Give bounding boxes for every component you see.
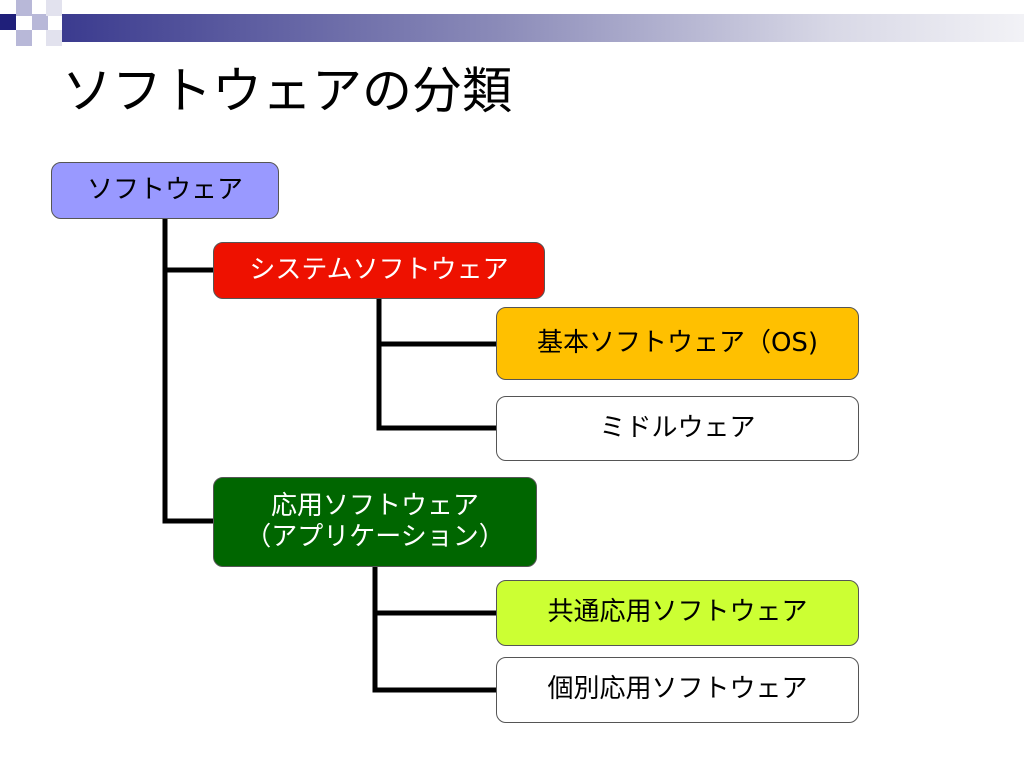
node-middleware: ミドルウェア — [496, 396, 859, 461]
node-custom-application-software: 個別応用ソフトウェア — [496, 657, 859, 723]
header-square-decoration — [32, 14, 48, 30]
node-basic-software-os-label: 基本ソフトウェア（OS) — [536, 327, 819, 358]
header-square-decoration — [46, 30, 62, 46]
node-software: ソフトウェア — [51, 162, 279, 219]
node-application-software-label-line2: （アプリケーション） — [245, 522, 505, 552]
node-common-application-software-label: 共通応用ソフトウェア — [547, 597, 808, 628]
node-application-software: 応用ソフトウェア （アプリケーション） — [213, 477, 537, 567]
node-software-label: ソフトウェア — [86, 174, 243, 205]
node-custom-application-software-label: 個別応用ソフトウェア — [547, 674, 808, 705]
node-basic-software-os: 基本ソフトウェア（OS) — [496, 307, 859, 380]
node-application-software-label-line1: 応用ソフトウェア — [270, 490, 479, 521]
header-square-decoration — [16, 0, 32, 16]
header-gradient-bar — [62, 14, 1024, 42]
node-system-software-label: システムソフトウェア — [249, 254, 509, 285]
node-common-application-software: 共通応用ソフトウェア — [496, 580, 859, 646]
page-title: ソフトウェアの分類 — [62, 62, 512, 120]
node-system-software: システムソフトウェア — [213, 242, 545, 299]
node-middleware-label: ミドルウェア — [599, 412, 756, 443]
header-square-decoration — [16, 30, 32, 46]
header-square-decoration — [0, 14, 16, 30]
header-square-decoration — [46, 0, 62, 16]
